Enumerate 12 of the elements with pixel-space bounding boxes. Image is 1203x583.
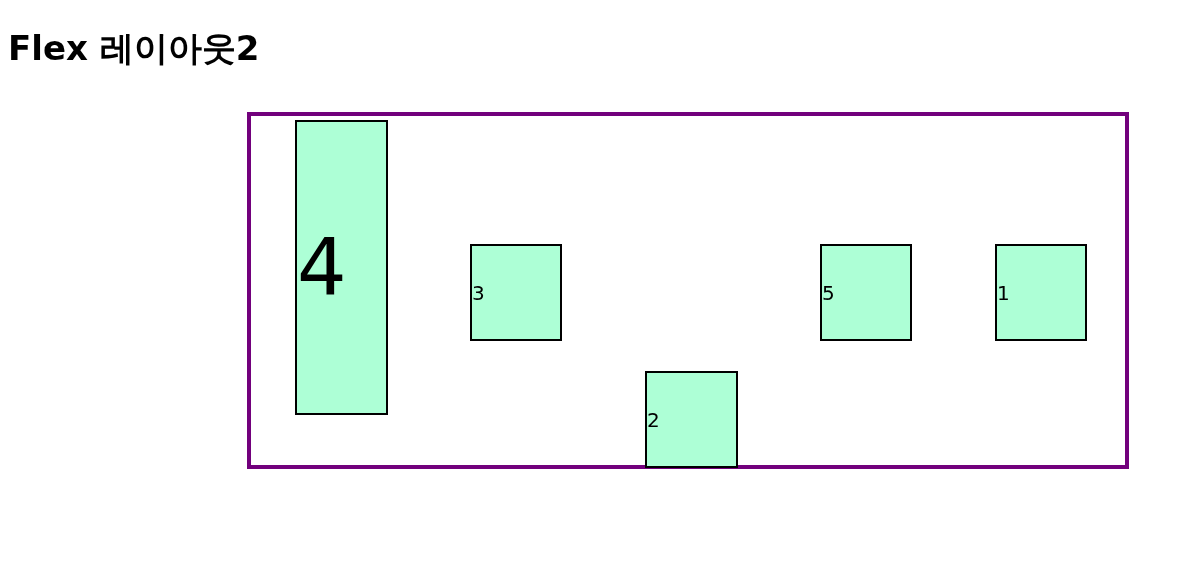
item-number: 3 — [472, 282, 485, 303]
flex-container-box — [247, 112, 1129, 469]
item-number: 5 — [822, 282, 835, 303]
item-number: 2 — [647, 409, 660, 430]
flex-item-box — [470, 244, 562, 341]
item-number: 1 — [997, 282, 1010, 303]
flex-item-box — [295, 120, 388, 415]
flex-item-box — [645, 371, 738, 468]
page-title: Flex 레이아웃2 — [8, 27, 260, 70]
flex-item-box — [820, 244, 912, 341]
flex-item-box — [995, 244, 1087, 341]
item-number: 4 — [297, 228, 347, 307]
